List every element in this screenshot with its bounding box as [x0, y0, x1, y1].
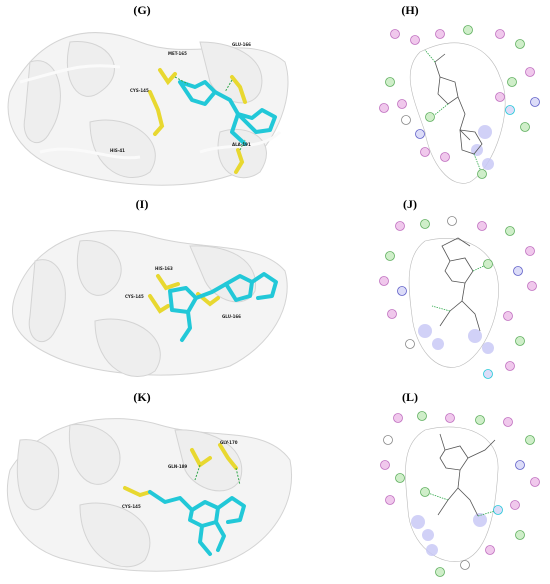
panel-h-2d-interaction-map: [370, 22, 550, 192]
protein-ribbon-i: HIS-163 CYS-145 GLU-166: [11, 230, 288, 377]
panel-label-j: (J): [403, 197, 417, 211]
panel-g-3d-pose: MET-165 GLU-166 CYS-145 HIS-41 ALA-191: [0, 22, 300, 192]
panel-k-3d-pose: GLN-189 GLY-170 CYS-145: [0, 410, 300, 580]
residue-label-g-2: CYS-145: [130, 88, 149, 93]
interaction-diagram-j: [379, 216, 537, 379]
panel-label-i: (I): [135, 197, 149, 211]
panel-j-2d-interaction-map: [370, 216, 550, 386]
panel-label-g: (G): [133, 3, 151, 17]
residue-label-k-2: CYS-145: [122, 504, 141, 509]
protein-ribbon-k: GLN-189 GLY-170 CYS-145: [6, 418, 292, 572]
residue-label-g-1: GLU-166: [232, 42, 251, 47]
panel-label-h: (H): [401, 3, 419, 17]
panel-l-2d-interaction-map: [370, 410, 550, 580]
residue-label-g-4: ALA-191: [232, 142, 251, 147]
residue-label-i-1: CYS-145: [125, 294, 144, 299]
residue-label-k-1: GLY-170: [220, 440, 238, 445]
residue-label-k-0: GLN-189: [168, 464, 187, 469]
panel-i-3d-pose: HIS-163 CYS-145 GLU-166: [0, 216, 300, 386]
interaction-diagram-h: [379, 25, 540, 184]
protein-ribbon-g: MET-165 GLU-166 CYS-145 HIS-41 ALA-191: [7, 32, 289, 186]
interaction-diagram-l: [380, 411, 540, 577]
residue-label-i-2: GLU-166: [222, 314, 241, 319]
panel-label-k: (K): [133, 390, 151, 404]
residue-label-g-0: MET-165: [168, 51, 187, 56]
residue-label-g-3: HIS-41: [110, 148, 125, 153]
panel-label-l: (L): [402, 390, 418, 404]
residue-label-i-0: HIS-163: [155, 266, 173, 271]
